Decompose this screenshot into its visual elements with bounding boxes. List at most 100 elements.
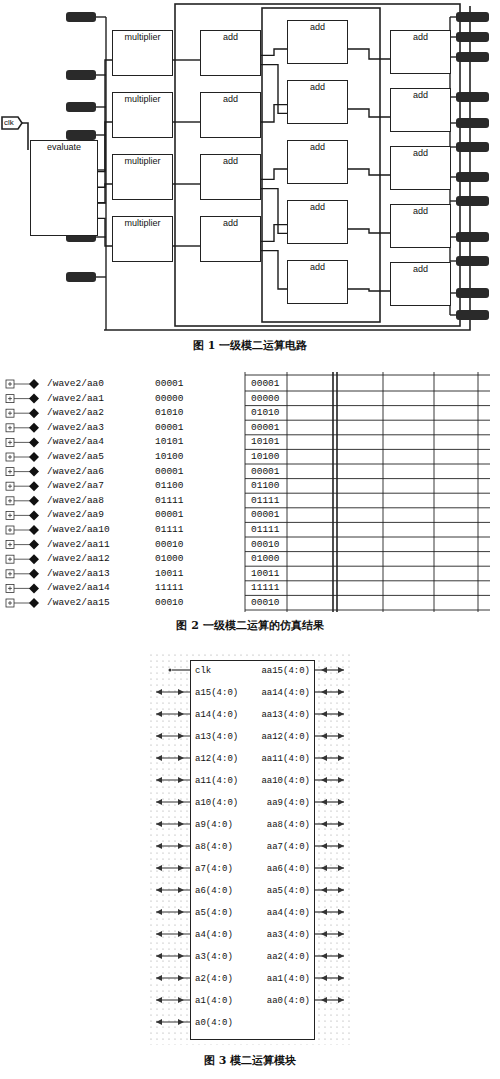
signal-value: 00001 — [250, 509, 281, 521]
signal-value: 11111 — [154, 582, 185, 594]
pin-arrow — [321, 733, 344, 739]
grid-line — [434, 372, 435, 612]
pin-name: aa9(4:0) — [267, 797, 310, 809]
adder-block: add — [200, 30, 261, 76]
pin-arrow — [156, 909, 184, 915]
expand-icon — [6, 570, 14, 578]
grid-line — [336, 372, 338, 612]
clk-wire — [22, 123, 28, 150]
pin-name: a6(4:0) — [195, 885, 233, 897]
signal-wire — [348, 49, 390, 59]
block-name: add — [288, 201, 347, 214]
expand-icon — [6, 511, 14, 519]
pin-name: a11(4:0) — [195, 775, 238, 787]
pin-arrow — [321, 953, 344, 959]
waveform-trace — [245, 449, 490, 450]
signal-wire — [261, 189, 287, 234]
pin-name: a0(4:0) — [195, 1017, 233, 1029]
waveform-trace — [245, 478, 490, 479]
pin-arrow — [321, 843, 344, 849]
signal-wire — [261, 169, 287, 179]
port-wire — [450, 16, 456, 17]
expand-icon — [6, 584, 14, 592]
signal-value: 01111 — [250, 495, 281, 507]
expand-icon — [6, 526, 14, 534]
input-port — [66, 130, 96, 140]
grid-line — [332, 372, 334, 612]
port-wire — [96, 276, 106, 277]
adder-block: add — [200, 216, 261, 262]
signal-value: 00000 — [250, 393, 281, 405]
expand-icon — [6, 541, 14, 549]
signal-wire — [173, 59, 200, 60]
input-port — [66, 70, 96, 80]
figure-caption: 图 2 一级模二运算的仿真结果 — [0, 619, 500, 633]
pin-arrow — [321, 777, 344, 783]
schematic-frame — [2, 4, 470, 330]
waveform-trace — [245, 580, 490, 581]
output-port — [456, 142, 489, 152]
tree-line — [14, 544, 30, 545]
tree-line — [14, 398, 30, 399]
block-name: add — [288, 81, 347, 94]
pin-arrow — [321, 821, 344, 827]
output-port — [456, 172, 489, 182]
pin-arrow — [156, 865, 184, 871]
pin-name: aa5(4:0) — [267, 885, 310, 897]
block-name: multiplier — [113, 155, 172, 168]
waveform-trace — [245, 507, 490, 508]
grid-line — [287, 372, 288, 612]
adder-block: add — [390, 262, 451, 306]
pin-name: aa0(4:0) — [267, 995, 310, 1007]
signal-value: 01100 — [250, 480, 281, 492]
output-port — [456, 92, 489, 102]
pin-name: a3(4:0) — [195, 951, 233, 963]
output-port — [456, 12, 489, 22]
block-name: evaluate — [31, 141, 97, 154]
signal-wire — [98, 218, 112, 246]
expand-icon — [6, 482, 14, 490]
adder-block: add — [287, 140, 348, 184]
input-pin — [172, 669, 190, 670]
pin-name: aa12(4:0) — [261, 731, 310, 743]
figure-caption: 图 3 模二运算模块 — [0, 1054, 500, 1068]
signal-value: 00001 — [250, 466, 281, 478]
input-port — [66, 102, 96, 112]
signal-wire — [348, 109, 390, 117]
pin-arrow — [156, 711, 184, 717]
signal-value: 00010 — [250, 539, 281, 551]
block-name: add — [288, 261, 347, 274]
pin-name: aa2(4:0) — [267, 951, 310, 963]
pin-name: a8(4:0) — [195, 841, 233, 853]
expand-icon — [8, 513, 12, 517]
block-name: add — [288, 21, 347, 34]
waveform-trace — [245, 420, 490, 421]
block-name: add — [201, 217, 260, 230]
input-port — [66, 272, 96, 282]
signal-value: 00001 — [250, 422, 281, 434]
pin-arrow — [156, 887, 184, 893]
signal-diamond — [29, 467, 39, 477]
signal-value: 00001 — [154, 509, 185, 521]
signal-name: /wave2/aa11 — [46, 539, 111, 551]
signal-value: 01100 — [154, 480, 185, 492]
pin-name: a7(4:0) — [195, 863, 233, 875]
block-name: add — [391, 147, 450, 160]
port-wire — [450, 314, 456, 315]
waveform-trace — [245, 464, 490, 465]
signal-wire — [348, 229, 390, 233]
pin-name: aa7(4:0) — [267, 841, 310, 853]
pin-name: a9(4:0) — [195, 819, 233, 831]
adder-block: add — [287, 260, 348, 304]
expand-icon — [6, 497, 14, 505]
pin-name: a4(4:0) — [195, 929, 233, 941]
signal-wire — [261, 65, 287, 114]
expand-icon — [6, 395, 14, 403]
tree-line — [14, 559, 30, 560]
signal-name: /wave2/aa6 — [46, 466, 105, 478]
signal-value: 00010 — [154, 597, 185, 609]
signal-value: 10100 — [154, 451, 185, 463]
pin-name: aa4(4:0) — [267, 907, 310, 919]
adder-block: add — [390, 146, 451, 190]
